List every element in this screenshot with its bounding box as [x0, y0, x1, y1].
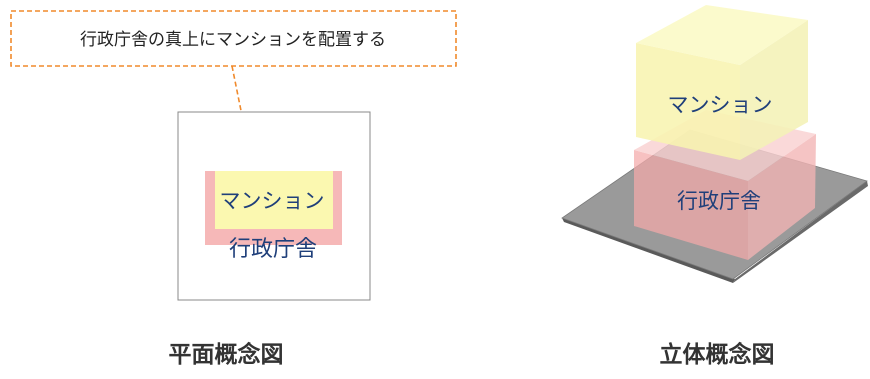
- ground-slab-edge-right: [733, 181, 868, 283]
- mansion-front-face: [636, 43, 740, 160]
- callout: 行政庁舎の真上にマンションを配置する: [10, 10, 457, 181]
- ground-slab-edge: [562, 218, 735, 283]
- plan-mansion-label: マンション: [220, 189, 325, 213]
- government-right-face: [748, 134, 816, 260]
- three-d-view: マンション 行政庁舎 立体概念図: [561, 5, 868, 368]
- plan-mansion-building: [215, 171, 333, 229]
- three-d-caption: 立体概念図: [660, 341, 775, 368]
- callout-box: [10, 10, 457, 67]
- mansion-right-face: [740, 20, 808, 160]
- three-d-mansion-label: マンション: [668, 93, 773, 117]
- plan-caption: 平面概念図: [169, 341, 284, 368]
- plan-view: マンション 行政庁舎 平面概念図: [169, 111, 371, 368]
- plan-government-label: 行政庁舎: [229, 237, 317, 262]
- three-d-government-label: 行政庁舎: [677, 189, 761, 213]
- callout-text: 行政庁舎の真上にマンションを配置する: [80, 30, 386, 50]
- government-front-face: [634, 150, 748, 260]
- mansion-top-face: [636, 5, 808, 65]
